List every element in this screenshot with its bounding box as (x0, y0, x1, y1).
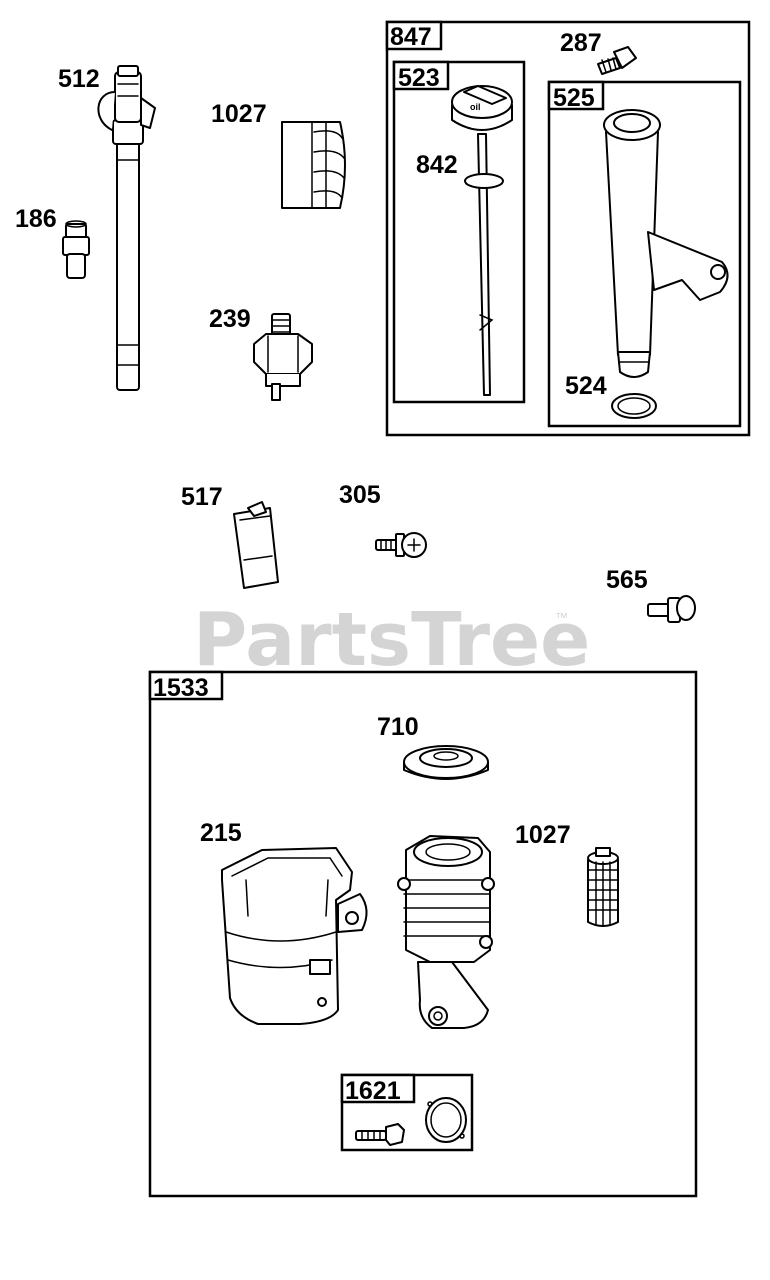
label-517: 517 (181, 483, 223, 511)
part-239-pressure-switch[interactable] (253, 313, 313, 401)
group-525-tag (547, 80, 605, 111)
part-565-plug[interactable] (647, 595, 696, 623)
part-186-fitting[interactable] (62, 220, 90, 279)
group-523-tag (392, 60, 450, 91)
label-239: 239 (209, 305, 251, 333)
label-186: 186 (15, 205, 57, 233)
group-523-box (392, 60, 526, 404)
group-847-box (385, 20, 751, 437)
label-305: 305 (339, 481, 381, 509)
part-512-dipstick-tube[interactable] (97, 65, 156, 391)
group-1533-box (148, 670, 698, 1198)
watermark-trademark: ™ (555, 610, 568, 625)
label-1027-top: 1027 (211, 100, 267, 128)
group-525-label: 525 (553, 84, 595, 112)
group-523-label: 523 (398, 64, 440, 92)
part-287-screw[interactable] (597, 46, 637, 75)
label-215: 215 (200, 819, 242, 847)
label-710: 710 (377, 713, 419, 741)
label-842: 842 (416, 151, 458, 179)
group-847-tag (385, 20, 443, 51)
label-512: 512 (58, 65, 100, 93)
part-1621-gasket[interactable] (425, 1097, 467, 1143)
part-1027-oil-filter-top[interactable] (281, 121, 346, 209)
part-525-dipstick-tube[interactable] (603, 109, 729, 378)
group-525-box (547, 80, 742, 428)
label-287: 287 (560, 29, 602, 57)
part-1621-bolt[interactable] (355, 1123, 405, 1146)
group-1533-label: 1533 (153, 674, 209, 702)
dipstick-cap-mark: oil (470, 102, 481, 112)
part-305-screw[interactable] (375, 532, 427, 558)
label-524: 524 (565, 372, 607, 400)
group-1621-tag (340, 1073, 416, 1104)
cylinder-block-part[interactable] (397, 835, 495, 1029)
label-1027-bottom: 1027 (515, 821, 571, 849)
part-1027-filter-element[interactable] (587, 847, 619, 927)
label-565: 565 (606, 566, 648, 594)
part-517-clip[interactable] (233, 501, 279, 589)
part-842-o-ring[interactable] (464, 173, 504, 189)
part-523-dipstick[interactable]: oil (451, 85, 513, 396)
group-1533-tag (148, 670, 224, 701)
part-710-seal[interactable] (403, 745, 489, 780)
part-215-housing[interactable] (221, 847, 368, 1025)
part-524-o-ring[interactable] (611, 393, 657, 419)
watermark: PartsTree (193, 597, 590, 683)
group-1621-label: 1621 (345, 1077, 401, 1105)
group-847-label: 847 (390, 23, 432, 51)
